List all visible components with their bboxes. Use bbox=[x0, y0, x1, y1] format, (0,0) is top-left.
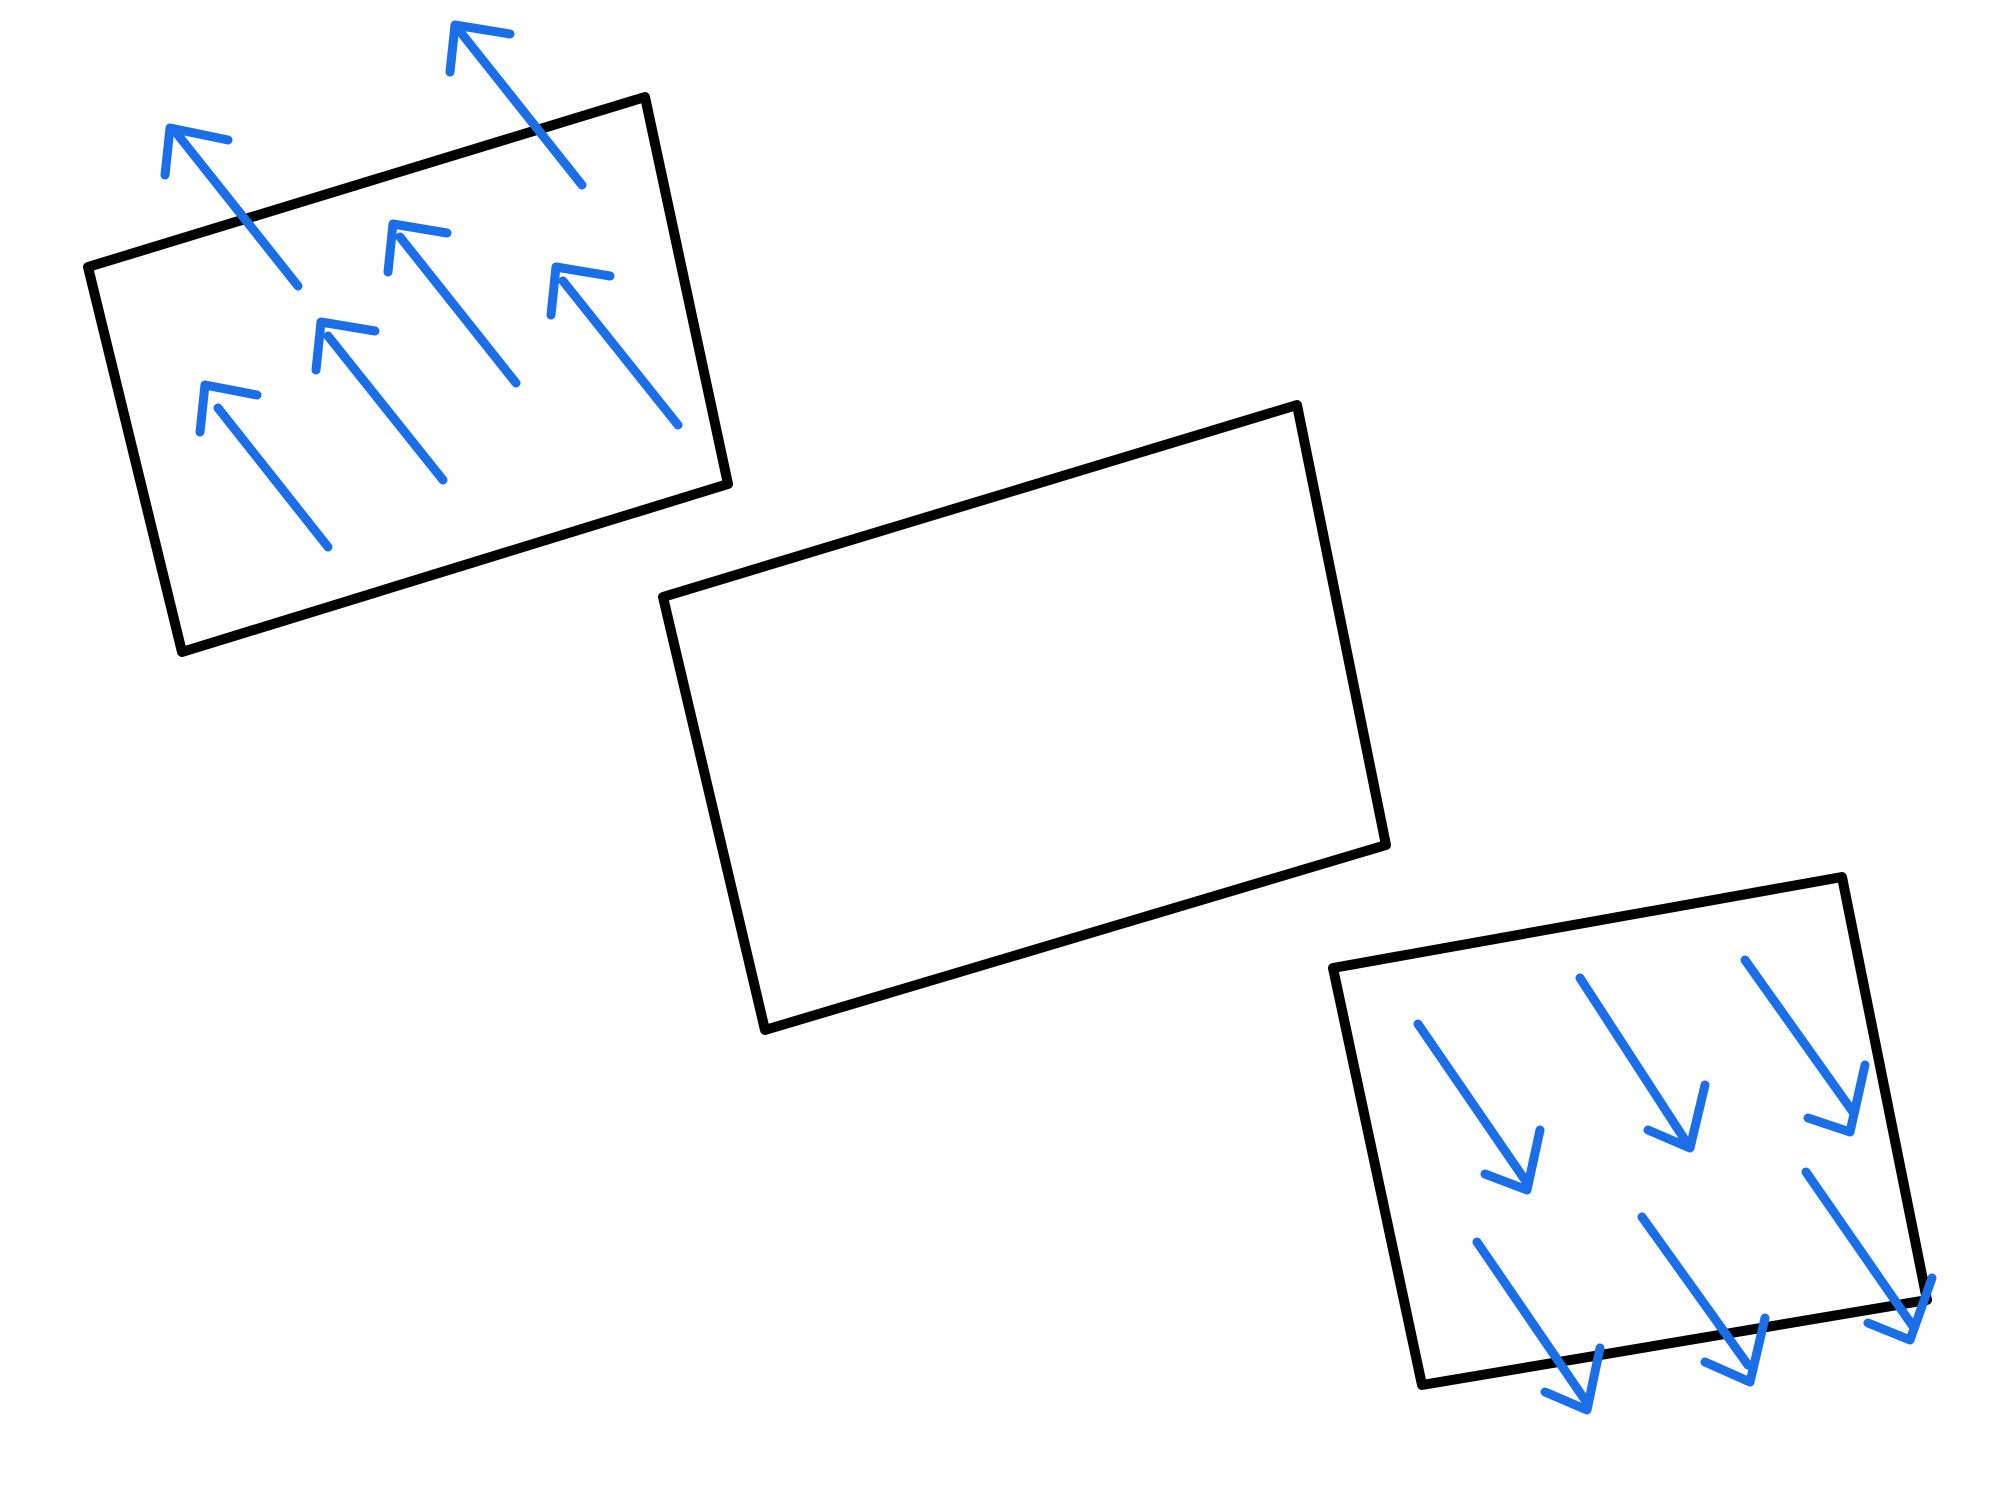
right-panel-arrows bbox=[1413, 955, 1937, 1415]
left-panel-outline bbox=[83, 92, 733, 657]
down-right-arrow-icon bbox=[1575, 973, 1710, 1153]
right-panel bbox=[1328, 872, 1937, 1415]
down-right-arrow-icon bbox=[1740, 955, 1870, 1137]
up-left-arrow-icon bbox=[311, 317, 448, 485]
left-panel bbox=[83, 20, 733, 657]
down-right-arrow-icon bbox=[1637, 1212, 1770, 1387]
up-left-arrow-icon bbox=[546, 262, 683, 430]
up-left-arrow-icon bbox=[160, 123, 303, 291]
up-left-arrow-icon bbox=[195, 380, 333, 552]
left-panel-arrows bbox=[160, 20, 683, 552]
up-left-arrow-icon bbox=[383, 219, 521, 388]
up-left-arrow-icon bbox=[445, 20, 587, 190]
down-right-arrow-icon bbox=[1472, 1237, 1605, 1415]
center-panel-outline bbox=[658, 400, 1391, 1035]
center-panel bbox=[658, 400, 1391, 1035]
down-right-arrow-icon bbox=[1801, 1167, 1937, 1345]
down-right-arrow-icon bbox=[1413, 1019, 1545, 1195]
